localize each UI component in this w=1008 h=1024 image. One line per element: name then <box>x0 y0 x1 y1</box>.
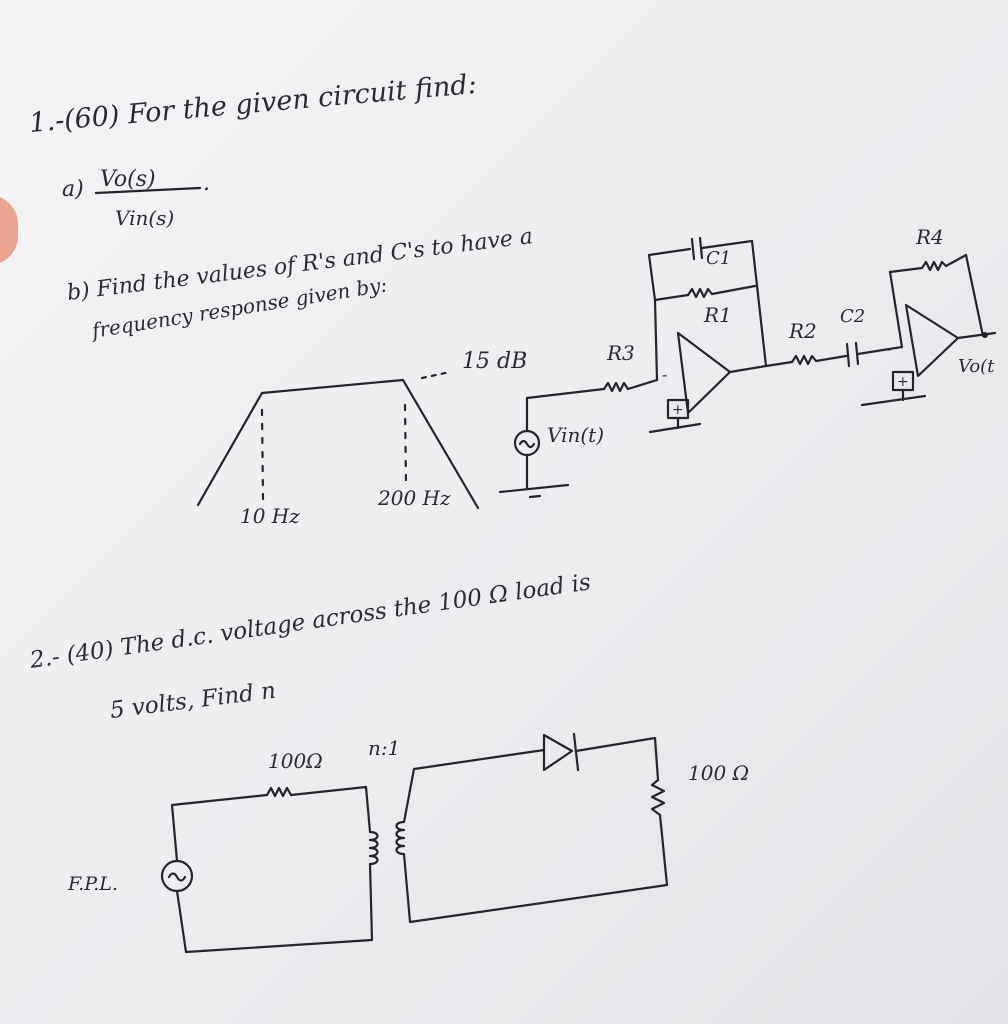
ground-tick <box>528 494 542 499</box>
r2-c2-wire <box>814 354 848 363</box>
response-curve <box>196 378 480 510</box>
gain-label: 15 dB <box>462 349 527 374</box>
r2-label: R2 <box>788 319 817 343</box>
freq-high-label: 200 Hz <box>377 486 451 510</box>
ground-icon <box>498 483 570 494</box>
secondary-wire-bottom <box>402 813 669 924</box>
problem2-line1-group: 2.- (40) The d.c. voltage across the 100… <box>27 569 592 674</box>
gain-leader-dash <box>420 370 452 380</box>
problem1-header-group: 1.-(60) For the given circuit find: <box>28 69 478 139</box>
secondary-coil <box>395 820 406 856</box>
secondary-wire-top <box>402 748 546 824</box>
ac-source-wave <box>518 439 536 449</box>
opamp1-ground <box>648 422 702 434</box>
r4-wire-left <box>888 266 924 274</box>
primary-wire-top-left <box>170 793 269 863</box>
part-a-denominator: Vin(s) <box>115 206 174 230</box>
opamp2-minus: - <box>886 339 891 358</box>
part-a-period: . <box>203 171 210 196</box>
r3-wire-right <box>626 378 659 391</box>
c1-wire-right <box>700 239 754 250</box>
opamp1-plus: + <box>672 402 684 418</box>
primary-wire-top-right <box>289 785 372 834</box>
freq-low-label: 10 Hz <box>240 504 300 528</box>
problem2-line1: 2.- (40) The d.c. voltage across the 100… <box>27 569 592 674</box>
r1-wire-left <box>653 293 690 302</box>
c2-wire-right <box>856 345 904 356</box>
fb1-right-wire <box>750 239 768 368</box>
opamp1-triangle <box>676 331 732 415</box>
primary-resistor <box>265 786 293 798</box>
fb1-left-wire <box>653 298 659 382</box>
r2-resistor <box>790 354 818 366</box>
c2-plate-a <box>845 342 851 368</box>
fb1-left-upper <box>647 253 657 302</box>
r4-label: R4 <box>915 225 944 249</box>
r1-wire-right <box>710 284 757 296</box>
r4-wire-right <box>944 253 968 268</box>
opamp1-output <box>728 364 768 374</box>
opamp2-output <box>956 331 997 340</box>
load-resistor <box>650 778 666 817</box>
ratio-label: n:1 <box>368 736 400 760</box>
r3-wire-left <box>525 387 606 400</box>
r2-wire-left <box>764 360 794 368</box>
vin-label: Vin(t) <box>547 423 604 447</box>
c1-plate-a <box>690 237 696 261</box>
c2-label: C2 <box>840 306 865 327</box>
c1-wire-left <box>647 247 692 257</box>
primary-wire-bottom <box>175 862 374 954</box>
frequency-response-plot: 15 dB 10 Hz 200 Hz <box>196 349 527 528</box>
c2-plate-b <box>854 341 860 366</box>
high-corner-dash <box>403 403 408 487</box>
output-node <box>982 332 988 338</box>
problem1-header: 1.-(60) For the given circuit find: <box>28 69 478 139</box>
r1-resistor <box>686 287 714 299</box>
source-label: F.P.L. <box>67 873 118 895</box>
transformer-circuit: F.P.L. 100Ω n:1 100 Ω <box>67 732 749 954</box>
low-corner-dash <box>260 408 265 502</box>
part-a-label: a) <box>62 177 84 202</box>
ac-source-2-wave <box>167 872 187 882</box>
opamp-circuit: Vin(t) R3 - + C1 R1 R2 C2 <box>498 225 997 499</box>
opamp1-minus: - <box>662 365 667 384</box>
opamp2-ground <box>860 394 927 407</box>
fb2-left-wire <box>888 270 904 349</box>
diode-wire-right <box>574 736 660 782</box>
part-a-numerator: Vo(s) <box>100 167 156 192</box>
primary-resistor-label: 100Ω <box>268 749 323 773</box>
r4-resistor <box>920 260 948 272</box>
r3-resistor <box>602 381 630 393</box>
r3-label: R3 <box>606 341 635 365</box>
fb2-right-wire <box>964 253 985 338</box>
opamp2-triangle <box>904 303 960 378</box>
c1-label: C1 <box>706 248 731 269</box>
diode-icon <box>542 733 574 772</box>
primary-coil <box>368 830 379 866</box>
problem2-line2: 5 volts, Find n <box>109 678 278 724</box>
problem2-line2-group: 5 volts, Find n <box>109 678 278 724</box>
load-label: 100 Ω <box>688 761 749 785</box>
opamp2-plus: + <box>897 374 909 390</box>
fraction-bar <box>94 186 202 195</box>
r1-label: R1 <box>703 303 732 327</box>
vout-label: Vo(t <box>958 356 995 377</box>
finger-edge <box>0 195 18 265</box>
